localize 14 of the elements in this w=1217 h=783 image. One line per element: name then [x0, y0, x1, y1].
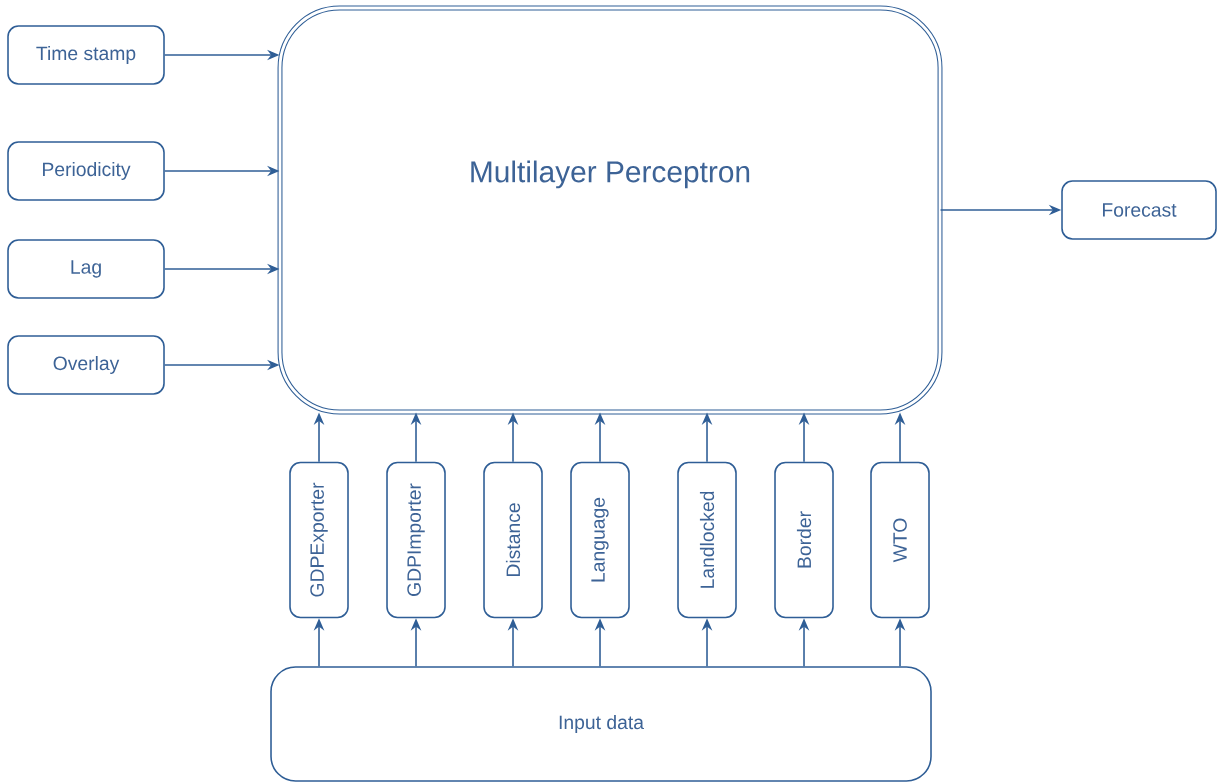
input-box: Time stamp: [7, 25, 165, 85]
input-box: Forecast: [1061, 180, 1217, 240]
input-box: Lag: [7, 239, 165, 299]
input-box: Overlay: [7, 335, 165, 395]
feature-box: WTO: [870, 461, 930, 619]
feature-box: Distance: [483, 461, 543, 619]
feature-box: GDPExporter: [289, 461, 349, 619]
feature-box: Border: [774, 461, 834, 619]
input-box: Periodicity: [7, 141, 165, 201]
model-box: Multilayer Perceptron: [277, 5, 943, 415]
feature-box: GDPImporter: [386, 461, 446, 619]
feature-box: Language: [570, 461, 630, 619]
feature-box: Landlocked: [677, 461, 737, 619]
data-box: Input data: [270, 666, 932, 782]
